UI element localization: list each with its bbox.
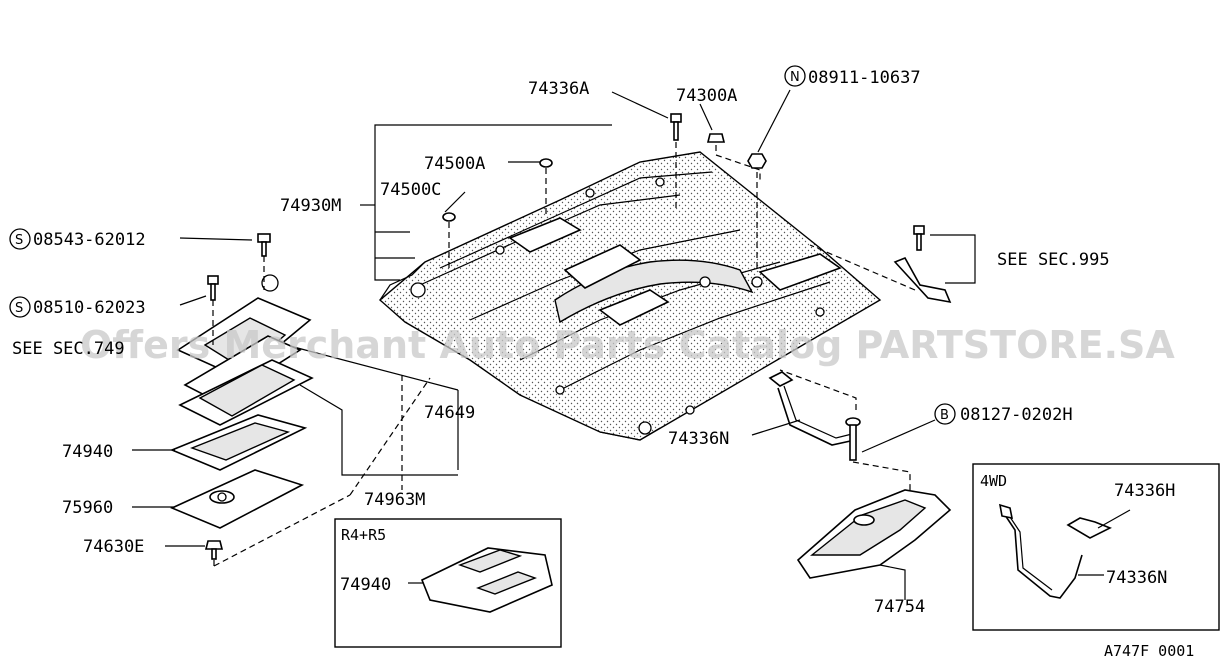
inset-4wd-title: 4WD xyxy=(980,472,1007,490)
label-see-sec995: SEE SEC.995 xyxy=(997,250,1110,270)
plate-75960 xyxy=(170,469,305,529)
watermark-text: Offers Merchant Auto Parts Catalog PARTS… xyxy=(80,323,1175,367)
label-74940: 74940 xyxy=(62,442,113,462)
label-s-08543: S 08543-62012 xyxy=(9,228,146,250)
leader-lines xyxy=(444,89,791,213)
floor-callout-bracket xyxy=(360,124,612,281)
inset-r4r5-title: R4+R5 xyxy=(341,526,386,544)
inset-4wd-part-h: 74336H xyxy=(1114,481,1175,501)
part-08911: 08911-10637 xyxy=(808,68,921,88)
label-b-08127: B 08127-0202H xyxy=(934,403,1073,425)
label-74336n: 74336N xyxy=(668,429,729,449)
label-74649: 74649 xyxy=(424,403,475,423)
inset-4wd-part-n: 74336N xyxy=(1106,568,1167,588)
diagram-code: A747F 0001 xyxy=(1104,642,1194,660)
clip-74300a xyxy=(706,133,761,182)
nut-08911 xyxy=(747,153,767,270)
bolt-74336a xyxy=(670,113,682,210)
gasket-74940 xyxy=(169,414,308,471)
bolt-74630e xyxy=(204,494,351,567)
grommet-74500a xyxy=(539,158,553,215)
label-74336a: 74336A xyxy=(528,79,589,99)
part-08543: 08543-62012 xyxy=(33,230,146,250)
label-74500a: 74500A xyxy=(424,154,485,174)
label-see-sec749: SEE SEC.749 xyxy=(12,339,125,359)
shift-boot-stack xyxy=(176,233,314,426)
code-s1: S xyxy=(15,233,23,248)
bracket-sec995 xyxy=(809,225,976,304)
part-08127: 08127-0202H xyxy=(960,405,1073,425)
label-74630e: 74630E xyxy=(83,537,144,557)
label-74963m: 74963M xyxy=(364,490,425,510)
inset-4wd xyxy=(972,463,1220,631)
code-s2: S xyxy=(15,301,23,316)
floor-panel-74930m xyxy=(378,151,882,441)
under-cover-74754 xyxy=(796,489,952,600)
label-74500c: 74500C xyxy=(380,180,441,200)
code-n: N xyxy=(790,70,800,85)
bracket-74336n xyxy=(751,371,856,446)
code-b: B xyxy=(940,408,949,423)
label-s-08510: S 08510-62023 xyxy=(9,296,146,318)
inset-r4r5-part: 74940 xyxy=(340,575,391,595)
stack-callout-lines xyxy=(132,237,459,547)
bolt-08127 xyxy=(779,369,936,495)
label-n-08911: N 08911-10637 xyxy=(784,65,921,88)
label-74300a: 74300A xyxy=(676,86,737,106)
part-08510: 08510-62023 xyxy=(33,298,146,318)
label-74930m: 74930M xyxy=(280,196,341,216)
label-74754: 74754 xyxy=(874,597,925,617)
grommet-74500c xyxy=(442,212,456,270)
label-75960: 75960 xyxy=(62,498,113,518)
inset-r4r5 xyxy=(334,518,562,648)
